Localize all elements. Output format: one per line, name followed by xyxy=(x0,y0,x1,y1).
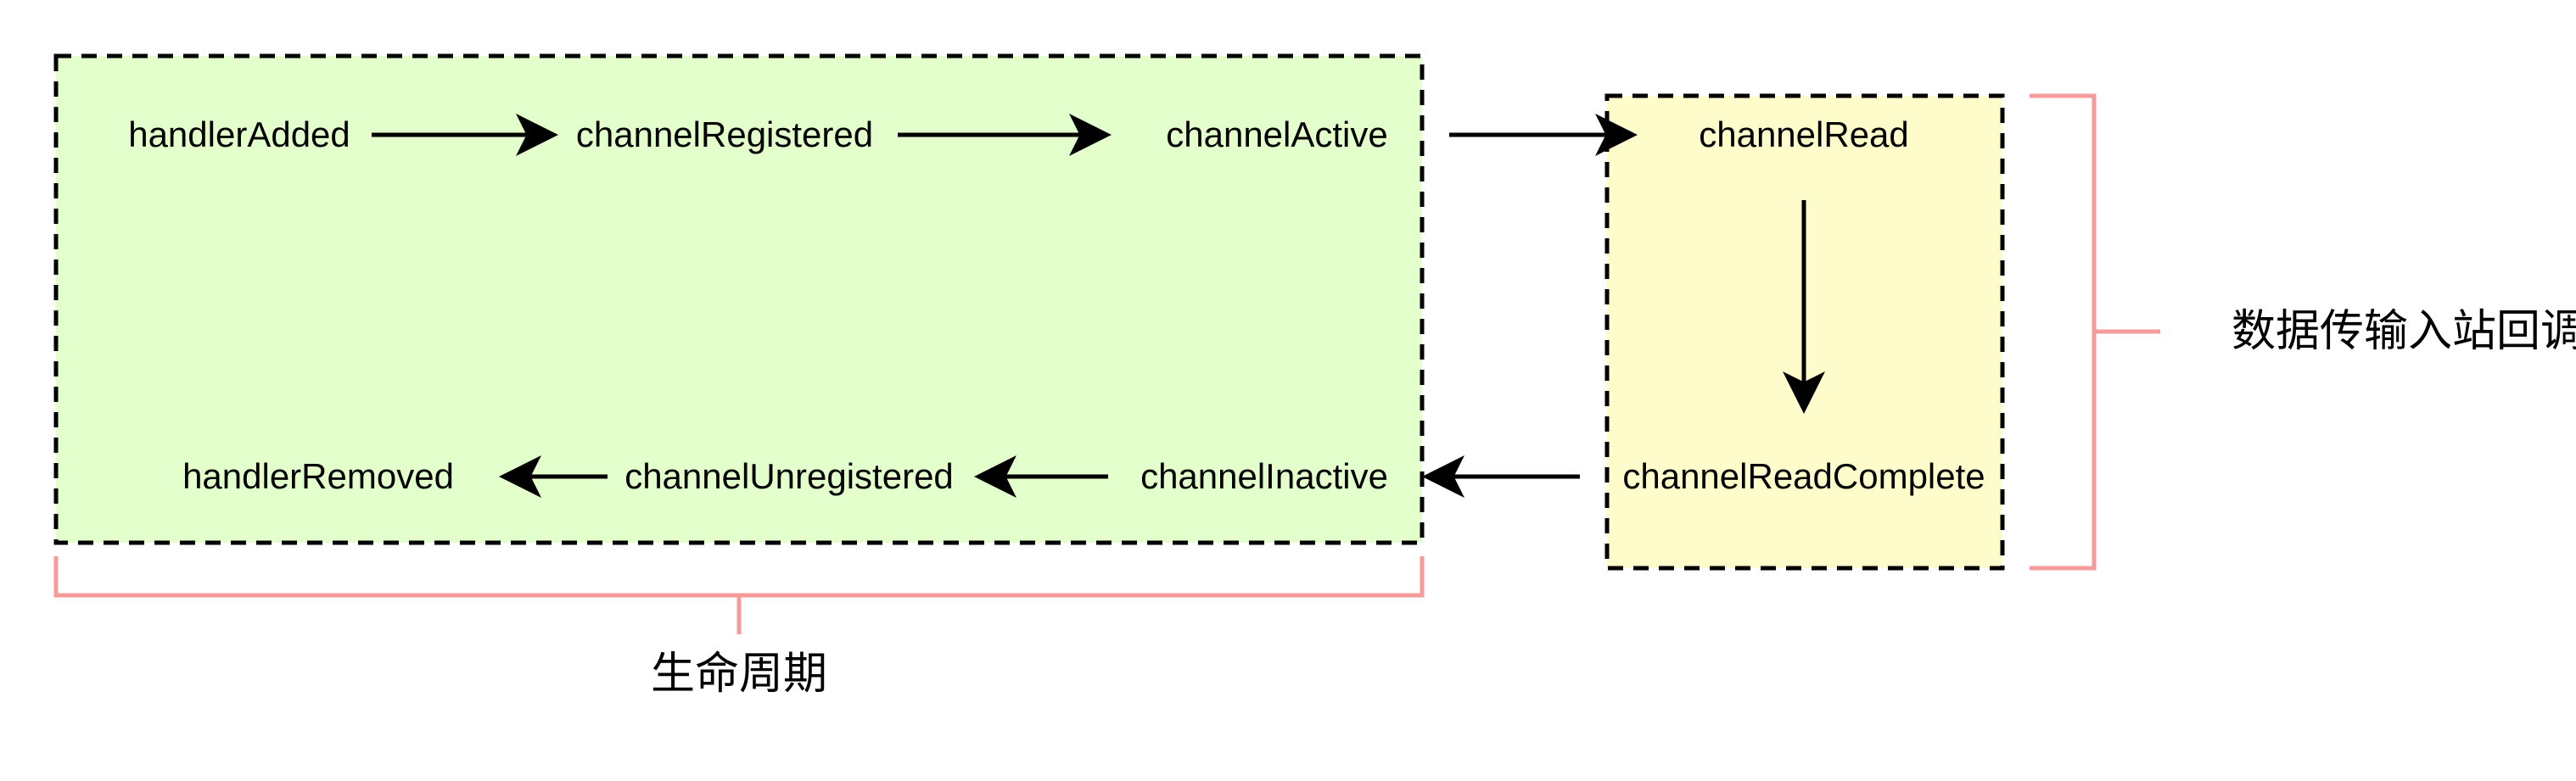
lifecycle-group-label: 生命周期 xyxy=(651,649,827,700)
lifecycle-group-box xyxy=(53,53,1425,545)
node-channel-read-complete: channelReadComplete xyxy=(1622,456,1985,496)
node-channel-active: channelActive xyxy=(1166,114,1388,154)
node-handler-added: handlerAdded xyxy=(128,114,350,154)
node-channel-unregistered: channelUnregistered xyxy=(624,456,954,496)
lifecycle-bracket xyxy=(53,556,1425,634)
inbound-group-label: 数据传输入站回调 xyxy=(2232,306,2576,357)
node-channel-inactive: channelInactive xyxy=(1140,456,1388,496)
inbound-bracket xyxy=(2030,93,2160,571)
node-channel-read: channelRead xyxy=(1699,114,1909,154)
node-channel-registered: channelRegistered xyxy=(576,114,873,154)
node-handler-removed: handlerRemoved xyxy=(182,456,454,496)
